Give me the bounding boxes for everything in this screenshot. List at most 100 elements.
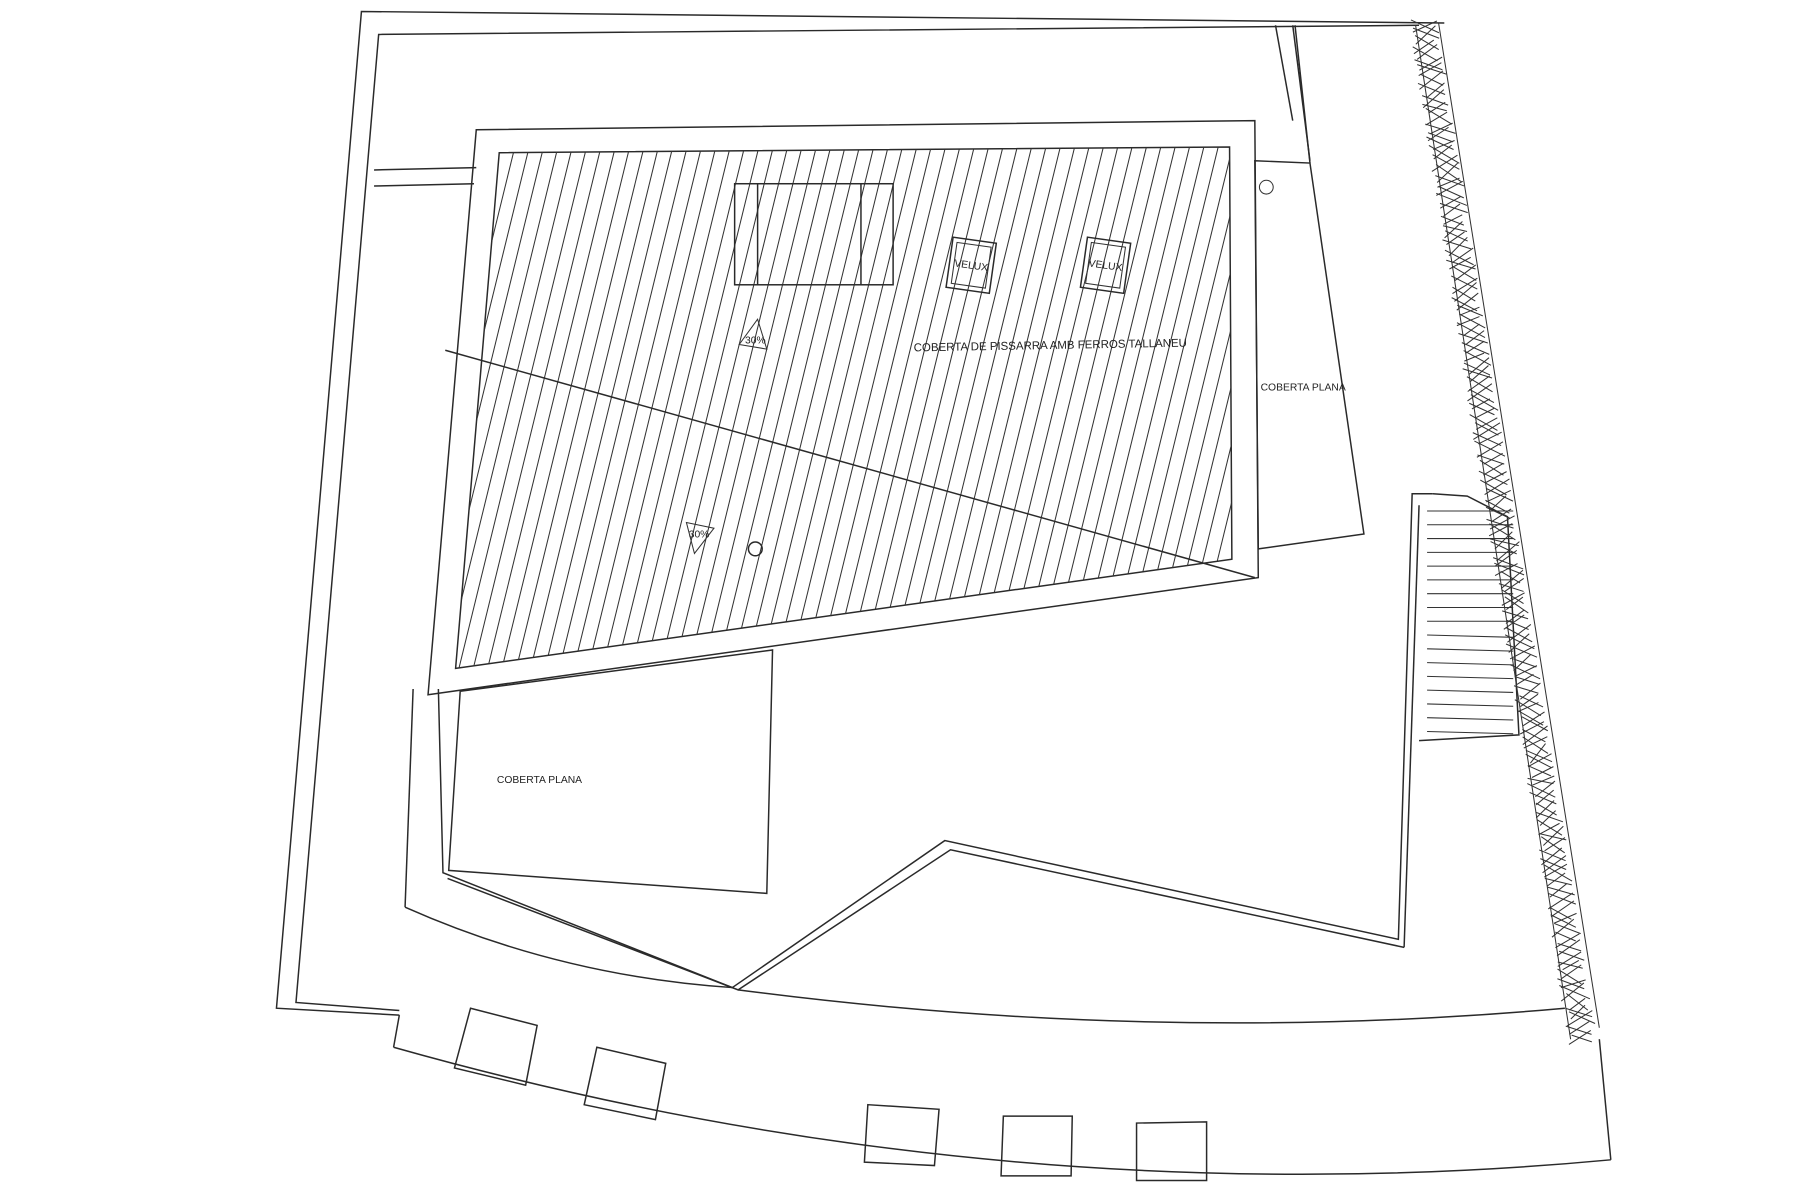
hatch-line xyxy=(1013,146,1152,669)
main-roof-label: COBERTA DE PISSARRA AMB FERROS TALLANEU xyxy=(914,338,1187,355)
hatch-line xyxy=(525,146,664,669)
trellis-stroke xyxy=(1460,306,1480,316)
trellis-stroke xyxy=(1536,819,1563,836)
hatch-line xyxy=(1171,146,1232,669)
trellis-stroke xyxy=(1443,214,1463,225)
hatch-line xyxy=(797,146,937,669)
trellis-stroke xyxy=(1426,82,1445,99)
velux-window-1: VELUX xyxy=(945,236,998,295)
trellis-stroke xyxy=(1422,89,1445,109)
planter-square xyxy=(863,1103,940,1167)
stair-tread xyxy=(1427,703,1514,707)
planter-square xyxy=(1000,1115,1074,1177)
trellis-stroke xyxy=(1494,531,1513,550)
hatch-line xyxy=(625,146,765,669)
trellis-stroke xyxy=(1437,177,1460,188)
hatch-line xyxy=(455,146,578,669)
trellis-stroke xyxy=(1509,645,1536,660)
hatch-line xyxy=(898,146,1038,669)
hatch-line xyxy=(1128,146,1232,669)
trellis-stroke xyxy=(1469,414,1498,431)
stair-tread xyxy=(1427,662,1514,666)
trellis-stroke xyxy=(1427,126,1449,142)
flat-roof-label: COBERTA PLANA xyxy=(1261,382,1346,393)
hatch-line xyxy=(754,146,894,669)
trellis-stroke xyxy=(1504,596,1529,614)
trellis-stroke xyxy=(1560,979,1586,989)
trellis-stroke xyxy=(1550,900,1575,918)
trellis-stroke xyxy=(1527,753,1552,768)
hatch-line xyxy=(855,146,995,669)
trellis-stroke xyxy=(1561,964,1582,980)
trellis-stroke xyxy=(1436,162,1459,183)
terrace-outline xyxy=(404,493,1565,1024)
trellis-stroke xyxy=(1542,855,1567,874)
trellis-stroke xyxy=(1551,918,1575,938)
stair-tread xyxy=(1427,648,1514,652)
trellis-stroke xyxy=(1448,236,1468,257)
trellis-stroke xyxy=(1412,20,1438,33)
trellis-stroke xyxy=(1522,711,1545,727)
pitched-roof: VELUX VELUX 30% 30% COBERTA DE PISSARRA … xyxy=(427,119,1424,696)
hatch-line xyxy=(467,146,607,669)
hatch-line xyxy=(455,146,550,669)
hatch-line xyxy=(769,146,908,669)
trellis-stroke xyxy=(1505,643,1538,658)
hatch-line xyxy=(455,146,507,669)
trellis-stroke xyxy=(1485,487,1514,502)
trellis-stroke xyxy=(1494,563,1518,577)
trellis-stroke xyxy=(1473,422,1501,440)
flat-roof-left: COBERTA PLANA xyxy=(447,649,774,895)
trellis-stroke xyxy=(1522,736,1549,754)
planter-square xyxy=(583,1046,667,1121)
hatch-line xyxy=(611,146,751,669)
hatch-line xyxy=(812,146,952,669)
trellis-stroke xyxy=(1525,749,1553,763)
hatch-line xyxy=(726,146,865,669)
trellis-stroke xyxy=(1469,402,1495,416)
hatch-line xyxy=(1214,146,1232,669)
trellis-stroke xyxy=(1451,275,1478,290)
trellis-stroke xyxy=(1522,725,1548,745)
hatch-line xyxy=(455,146,492,669)
hatch-line xyxy=(1070,146,1210,669)
hatch-line xyxy=(984,146,1124,669)
trellis-stroke xyxy=(1554,923,1581,935)
roof-ridge-line xyxy=(445,349,1256,579)
trellis-stroke xyxy=(1506,596,1524,610)
drain-icon xyxy=(747,541,763,557)
trellis-stroke xyxy=(1465,330,1485,346)
trellis-stroke xyxy=(1505,627,1533,643)
trellis-stroke xyxy=(1474,422,1499,436)
hatch-line xyxy=(1243,126,1381,689)
trellis-stroke xyxy=(1456,292,1479,311)
trellis-stroke xyxy=(1471,398,1491,410)
trellis-edge xyxy=(1415,25,1572,1040)
hatch-line xyxy=(1286,126,1424,689)
stair-tread xyxy=(1427,689,1514,693)
trellis-stroke xyxy=(1458,313,1486,329)
trellis-stroke xyxy=(1542,825,1564,846)
skylight-opening xyxy=(733,182,894,286)
slope-marker-2: 30% xyxy=(685,521,715,555)
hatch-line xyxy=(455,146,535,669)
trellis-stroke xyxy=(1565,1007,1593,1018)
hatch-line xyxy=(654,146,794,669)
trellis-stroke xyxy=(1484,478,1510,495)
trellis-stroke xyxy=(1558,950,1585,961)
trellis-stroke xyxy=(1486,489,1511,503)
trellis-stroke xyxy=(1550,914,1577,928)
trellis-stroke xyxy=(1535,780,1556,798)
trellis-stroke xyxy=(1465,340,1485,354)
trellis-stroke xyxy=(1532,775,1555,786)
trellis-stroke xyxy=(1480,479,1507,496)
trellis-stroke xyxy=(1562,959,1580,971)
trellis-stroke xyxy=(1489,523,1516,541)
trellis-stroke xyxy=(1446,259,1476,270)
trellis-stroke xyxy=(1494,549,1518,567)
trellis-stroke xyxy=(1518,710,1544,726)
hatch-line xyxy=(970,146,1109,669)
hatch-line xyxy=(455,146,564,669)
vegetation-trellis xyxy=(1410,19,1600,1045)
